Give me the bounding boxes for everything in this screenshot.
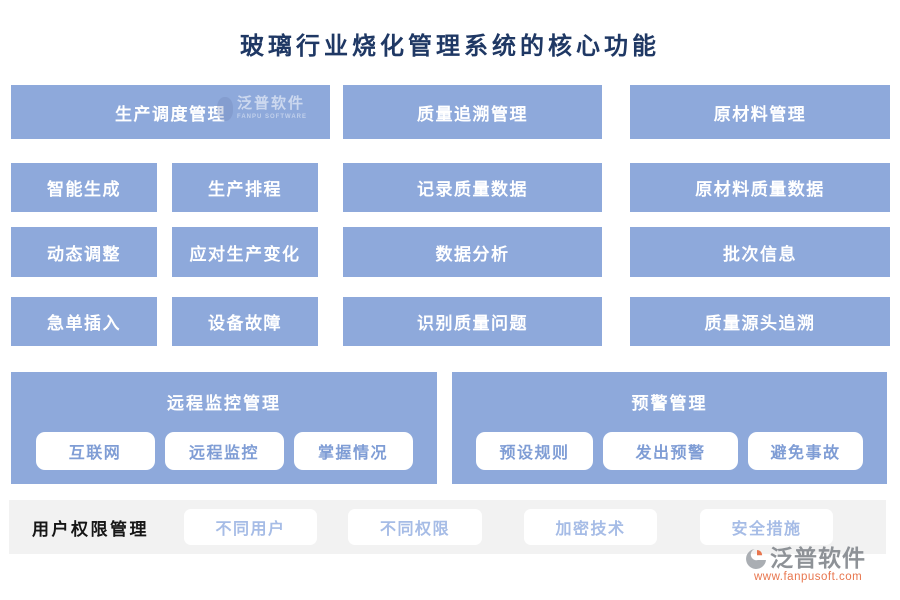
logo-name: 泛普软件 [770,546,866,571]
band-button-different-permissions: 不同权限 [348,509,482,545]
panel-remote-monitoring: 远程监控管理 互联网 远程监控 掌握情况 [11,372,437,484]
box-identify-quality-issues: 识别质量问题 [343,297,602,346]
logo-url[interactable]: www.fanpusoft.com [754,571,863,583]
watermark-subtitle: FANPU SOFTWARE [237,114,308,120]
watermark-name: 泛普软件 [237,95,306,112]
box-data-analysis: 数据分析 [343,227,602,277]
panel-title: 预警管理 [631,394,708,413]
band-button-security-measures: 安全措施 [700,509,833,545]
band-button-different-users: 不同用户 [184,509,317,545]
pill-avoid-accident: 避免事故 [748,432,863,470]
box-batch-info: 批次信息 [630,227,890,277]
panel-alert-management: 预警管理 预设规则 发出预警 避免事故 [452,372,887,484]
box-rush-order-insert: 急单插入 [11,297,157,346]
box-production-scheduling-header: 生产调度管理 泛普软件 FANPU SOFTWARE [11,85,330,139]
watermark: 泛普软件 FANPU SOFTWARE [217,94,307,121]
box-record-quality-data: 记录质量数据 [343,163,602,212]
pill-preset-rules: 预设规则 [476,432,593,470]
band-label: 用户权限管理 [32,519,149,539]
user-permission-band: 用户权限管理 不同用户 不同权限 加密技术 安全措施 [9,500,886,554]
panel-title: 远程监控管理 [167,394,281,413]
pill-issue-alert: 发出预警 [603,432,738,470]
fanpu-logo-icon [744,547,768,571]
box-raw-material-header: 原材料管理 [630,85,890,139]
pill-remote-monitor: 远程监控 [164,432,284,470]
box-equipment-failure: 设备故障 [172,297,318,346]
box-dynamic-adjust: 动态调整 [11,227,157,277]
band-button-encryption-tech: 加密技术 [524,509,657,545]
page-title: 玻璃行业烧化管理系统的核心功能 [240,33,660,60]
box-production-sequencing: 生产排程 [172,163,318,212]
box-quality-trace-header: 质量追溯管理 [343,85,602,139]
box-smart-generate: 智能生成 [11,163,157,212]
box-label: 生产调度管理 [115,104,226,124]
fanpu-logo: 泛普软件 www.fanpusoft.com [744,546,866,583]
box-respond-production-change: 应对生产变化 [172,227,318,277]
pill-grasp-status: 掌握情况 [293,432,413,470]
box-quality-source-trace: 质量源头追溯 [630,297,890,346]
box-raw-material-quality-data: 原材料质量数据 [630,163,890,212]
pill-internet: 互联网 [35,432,155,470]
